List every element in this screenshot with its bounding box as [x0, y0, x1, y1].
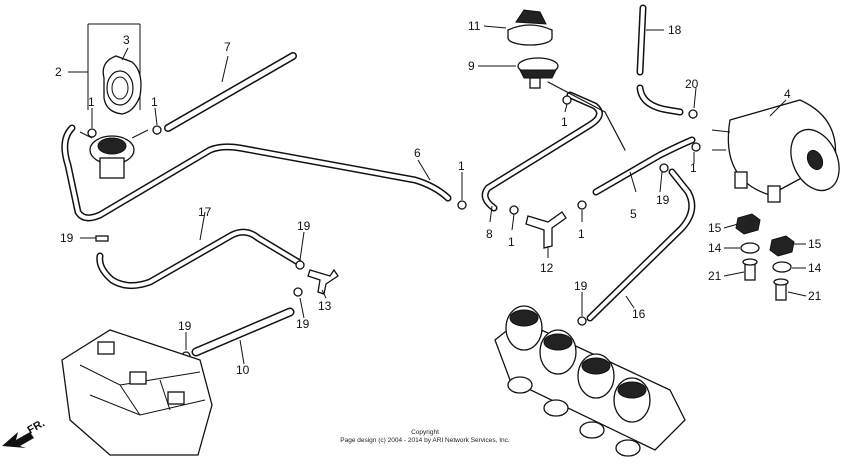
label-16: 16 — [632, 307, 646, 321]
nut-15 — [735, 213, 795, 257]
label-19-tee13-top: 19 — [297, 219, 311, 233]
canister-4 — [711, 99, 840, 203]
tee-12 — [525, 211, 567, 249]
label-12: 12 — [540, 261, 554, 275]
label-21-left: 21 — [708, 269, 722, 283]
hose-connector — [547, 81, 626, 151]
label-19-hose17: 19 — [60, 231, 74, 245]
label-1-hose8: 1 — [508, 235, 515, 249]
label-13: 13 — [318, 299, 332, 313]
copyright-line-2: Page design (c) 2004 - 2014 by ARI Netwo… — [340, 437, 510, 444]
hose-17 — [96, 228, 302, 289]
tee-13 — [307, 268, 339, 295]
label-15-right: 15 — [808, 237, 822, 251]
label-7: 7 — [224, 40, 231, 54]
label-19-hose16: 19 — [574, 279, 588, 293]
label-1-hose6: 1 — [458, 159, 465, 173]
hose-20 — [636, 84, 684, 116]
hose-7 — [164, 52, 297, 132]
hose-5 — [592, 136, 696, 196]
label-14-right: 14 — [808, 261, 822, 275]
front-direction-arrow: FR. — [2, 417, 47, 448]
label-1-canister: 1 — [690, 161, 697, 175]
label-11: 11 — [468, 19, 481, 33]
label-8: 8 — [486, 227, 493, 241]
washer-14 — [740, 242, 792, 273]
label-17: 17 — [198, 205, 212, 219]
hose-10 — [191, 307, 295, 357]
label-19-hose5: 19 — [656, 193, 670, 207]
label-18: 18 — [668, 23, 682, 37]
label-5: 5 — [630, 207, 637, 221]
label-1-valve-left: 1 — [88, 95, 95, 109]
label-15-left: 15 — [708, 221, 722, 235]
hose-8 — [481, 91, 603, 212]
label-1-valve9: 1 — [561, 115, 568, 129]
hose-16 — [586, 168, 696, 322]
engine-head — [61, 329, 213, 456]
bracket-3 — [102, 55, 142, 115]
hose-6 — [61, 124, 452, 222]
label-6: 6 — [414, 146, 421, 160]
label-3: 3 — [123, 33, 130, 47]
label-10: 10 — [236, 363, 250, 377]
label-1-tee12: 1 — [578, 227, 585, 241]
copyright-line-1: Copyright — [411, 429, 439, 436]
hose-18 — [636, 4, 647, 76]
label-2: 2 — [55, 65, 62, 79]
copyright-notice: Copyright Page design (c) 2004 - 2014 by… — [340, 429, 510, 444]
label-20: 20 — [685, 77, 699, 91]
front-direction-label: FR. — [26, 417, 47, 436]
label-21-right: 21 — [808, 289, 822, 303]
valve-9 — [517, 57, 559, 89]
cap-11 — [507, 9, 553, 46]
label-4: 4 — [784, 87, 791, 101]
purge-valve — [79, 129, 149, 179]
bolt-21 — [742, 258, 789, 301]
part-labels: 2 3 1 1 7 6 1 8 1 11 9 1 1 12 5 19 18 20… — [55, 19, 822, 377]
carburetor-bank — [494, 305, 686, 457]
label-9: 9 — [468, 59, 475, 73]
label-19-tee13-bottom: 19 — [296, 317, 310, 331]
label-1-valve-right: 1 — [151, 95, 158, 109]
leader-lines — [68, 25, 807, 365]
label-14-left: 14 — [708, 241, 722, 255]
label-19-hose10: 19 — [178, 319, 192, 333]
